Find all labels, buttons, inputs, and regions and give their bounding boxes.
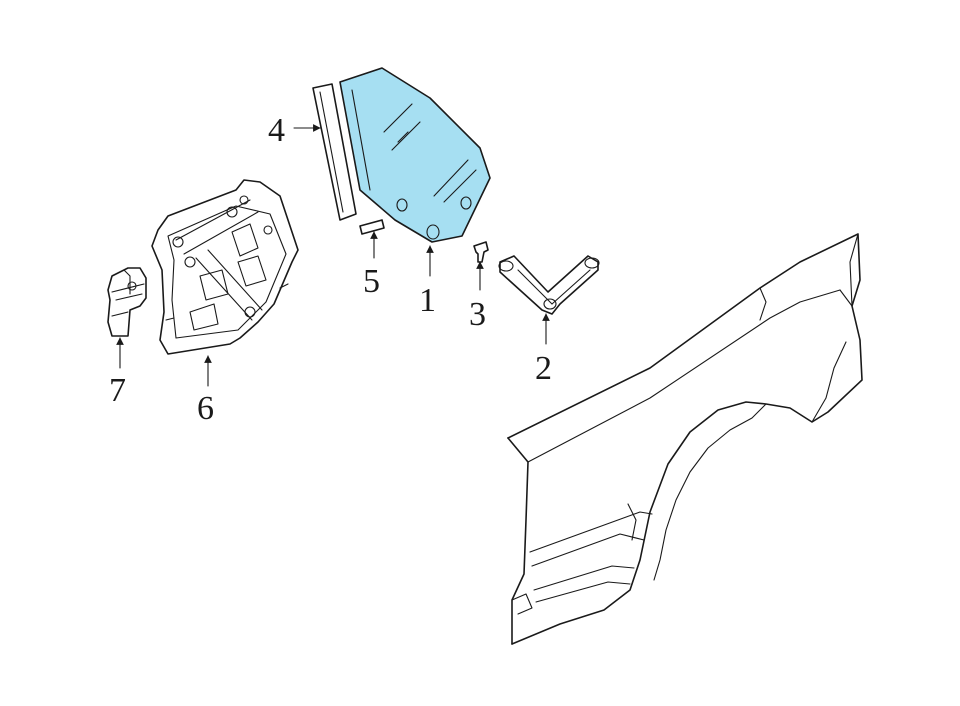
callout-6: 6 <box>197 390 214 427</box>
run-channel-part <box>312 83 357 221</box>
bracket-part <box>473 241 489 263</box>
motor-part <box>107 267 147 337</box>
callout-7: 7 <box>109 372 126 409</box>
quarter-glass-part <box>339 67 491 243</box>
callout-1: 1 <box>419 282 436 319</box>
callout-2: 2 <box>535 350 552 387</box>
callout-3: 3 <box>469 296 486 333</box>
callout-arrows <box>116 124 550 387</box>
quarter-panel-body <box>507 233 863 645</box>
regulator-part <box>151 179 299 355</box>
callout-5: 5 <box>363 263 380 300</box>
callout-4: 4 <box>268 112 285 149</box>
guide-channel-part <box>498 255 600 315</box>
clip-part <box>359 219 385 235</box>
